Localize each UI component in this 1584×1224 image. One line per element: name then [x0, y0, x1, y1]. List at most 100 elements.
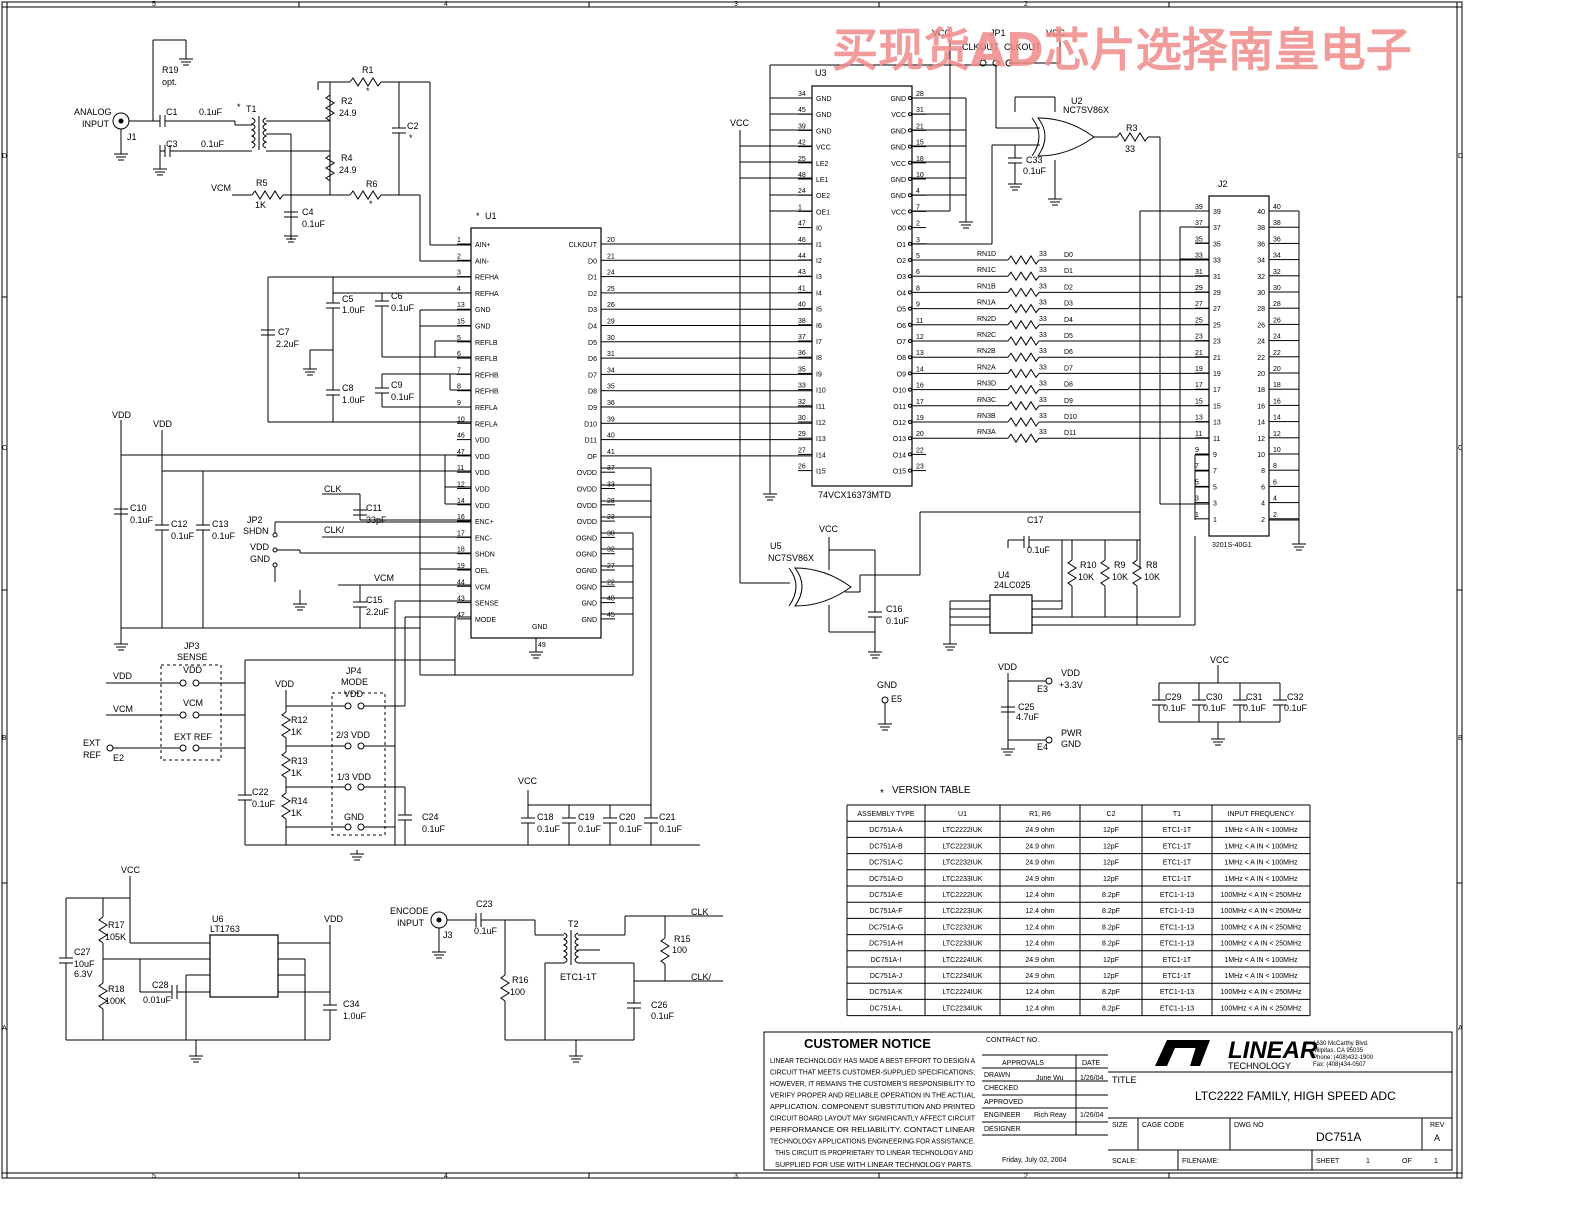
u3-pin-name: O11: [893, 404, 906, 411]
u1-pin-name: REFLA: [475, 405, 498, 412]
u1-pin-number: 9: [457, 400, 461, 407]
u1-asterisk: *: [476, 211, 480, 221]
u1-pin-number: 45: [607, 612, 615, 619]
u3-pin-name: I9: [816, 371, 822, 378]
rnet-value: 33: [1039, 300, 1047, 307]
u1-pin-number: 23: [607, 514, 615, 521]
u1-pin-number: 15: [457, 319, 465, 326]
u3-pin-number: 24: [798, 188, 806, 195]
notice-line: PERFORMANCE OR RELIABILITY. CONTACT LINE…: [770, 1127, 975, 1134]
component-label: VCM: [113, 704, 133, 714]
table-cell: 100MHz < A IN < 250MHz: [1221, 908, 1302, 915]
component-label: VCM: [211, 183, 231, 193]
table-cell: ETC1-1-13: [1160, 989, 1194, 996]
j2-body: [1208, 195, 1270, 537]
component-label: ANALOG: [74, 107, 112, 117]
table-header: C2: [1107, 811, 1116, 818]
component-label: 4.7uF: [1016, 712, 1040, 722]
j2-pin-name: 39: [1213, 209, 1221, 216]
component-label: 0.1uF: [1284, 703, 1308, 713]
component-label: 105K: [105, 932, 126, 942]
j2-pin-number: 3: [1195, 496, 1199, 503]
table-header: T1: [1173, 811, 1181, 818]
u3-pin-dot: [908, 160, 912, 165]
table-cell: 12pF: [1103, 957, 1119, 964]
component-label: C1: [166, 107, 178, 117]
component-label: 0.1uF: [302, 219, 326, 229]
rnet-value: 33: [1039, 267, 1047, 274]
u3-pin-dot: [908, 112, 912, 117]
j2-pin-name: 33: [1213, 258, 1221, 265]
rnet-value: 33: [1039, 251, 1047, 258]
u3-pin-number: 15: [916, 140, 924, 147]
j2-pin-number: 39: [1195, 204, 1203, 211]
table-cell: 100MHz < A IN < 250MHz: [1221, 941, 1302, 948]
table-cell: 8.2pF: [1102, 908, 1120, 915]
table-cell: LTC2223IUK: [943, 843, 983, 850]
size-label: SIZE: [1112, 1122, 1128, 1129]
component-label: 0.1uF: [422, 824, 446, 834]
rnet-data-label: D6: [1064, 349, 1073, 356]
u1-pin-number: 16: [457, 514, 465, 521]
table-cell: ETC1-1-13: [1160, 908, 1194, 915]
u3-pin-dot: [908, 290, 912, 295]
table-cell: 100MHz < A IN < 250MHz: [1221, 989, 1302, 996]
rnet-resistor: [1007, 433, 1040, 444]
j2-pin-number: 5: [1195, 479, 1199, 486]
zone-label-top: 3: [734, 1, 738, 8]
j2-pin-number: 32: [1273, 269, 1281, 276]
component-label: E2: [113, 753, 124, 763]
j2-pin-name: 24: [1257, 339, 1265, 346]
u3-pin-name: O4: [897, 290, 906, 297]
j2-pin-name: 31: [1213, 274, 1221, 281]
u3-pin-dot: [908, 258, 912, 262]
table-header: ASSEMBLY TYPE: [857, 811, 915, 818]
component-label: VCC: [121, 865, 141, 875]
rnet-resistor: [1007, 384, 1040, 395]
component-label: 10K: [1112, 572, 1128, 582]
component-label: *: [369, 199, 373, 209]
j2-pin-name: 7: [1213, 468, 1217, 475]
component-label: VCC: [518, 776, 538, 786]
u3-pin-name: O7: [897, 339, 906, 346]
u3-pin-dot: [908, 177, 912, 181]
j2-pin-name: 22: [1257, 355, 1265, 362]
component-label: 0.1uF: [130, 515, 154, 525]
u3-pin-number: 47: [798, 221, 806, 228]
table-cell: DC751A-F: [869, 908, 902, 915]
j2-ref: J2: [1218, 179, 1228, 189]
table-cell: 24.9 ohm: [1025, 957, 1054, 964]
j2-pin-name: 27: [1213, 306, 1221, 313]
u3-pin-name: O5: [897, 307, 906, 314]
table-cell: 100MHz < A IN < 250MHz: [1221, 1005, 1302, 1012]
u3-pin-name: I13: [816, 436, 826, 443]
table-cell: ETC1-1T: [1163, 843, 1192, 850]
j2-pin-number: 21: [1195, 350, 1203, 357]
u1-pin-name: VDD: [475, 487, 490, 494]
j2-pin-name: 10: [1257, 452, 1265, 459]
u3-pin-number: 12: [916, 334, 924, 341]
u3-pin-number: 29: [798, 431, 806, 438]
table-header: R1, R6: [1029, 811, 1051, 818]
u3-pin-name: GND: [890, 177, 906, 184]
component-label: 0.1uF: [1023, 166, 1047, 176]
j2-part: 3201S-40G1: [1212, 542, 1252, 549]
u1-pin-name: VDD: [475, 503, 490, 510]
notice-line: APPLICATION. COMPONENT SUBSTITUTION AND …: [770, 1104, 975, 1111]
u3-pin-number: 10: [916, 172, 924, 179]
component-label: GND: [344, 812, 365, 822]
u1-pin-number: 18: [457, 547, 465, 554]
table-cell: ETC1-1-13: [1160, 941, 1194, 948]
component-label: U4: [998, 570, 1010, 580]
table-cell: 8.2pF: [1102, 989, 1120, 996]
component-label: 0.1uF: [651, 1011, 675, 1021]
component-label: C29: [1165, 692, 1182, 702]
j2-pin-name: 13: [1213, 420, 1221, 427]
component-label: T1: [246, 104, 257, 114]
address-line: Fax: (408)434-0507: [1313, 1062, 1366, 1068]
component-label: U6: [212, 914, 224, 924]
component-label: NC7SV86X: [1063, 105, 1109, 115]
u3-pin-name: VCC: [891, 161, 906, 168]
component-label: C26: [651, 1000, 668, 1010]
u1-pin-name: REFLB: [475, 356, 498, 363]
